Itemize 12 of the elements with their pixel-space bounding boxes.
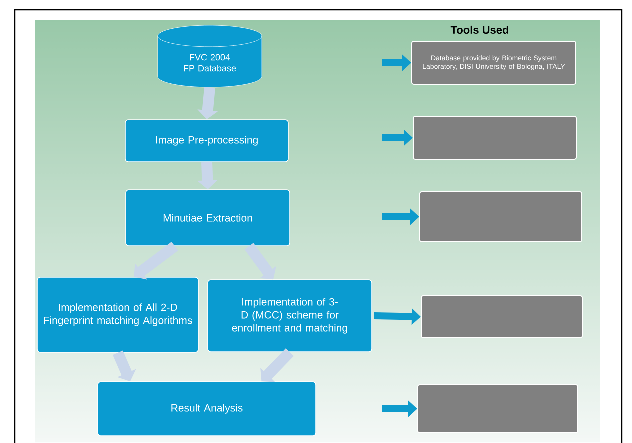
process-box: Image Pre-processing	[125, 120, 289, 162]
tool-box	[413, 116, 577, 160]
process-box: Implementation of 3-D (MCC) scheme for enrollment and matching	[208, 280, 372, 352]
tool-box	[421, 295, 583, 338]
process-box: Result Analysis	[98, 382, 316, 436]
arrow	[260, 348, 294, 382]
tool-box	[420, 191, 582, 242]
tool-box	[418, 384, 578, 434]
process-box: Implementation of All 2-D Fingerprint matching Algorithms	[37, 277, 199, 353]
process-box: Minutiae Extraction	[126, 190, 290, 246]
database-cylinder: FVC 2004 FP Database	[158, 25, 262, 88]
arrow	[134, 242, 178, 280]
